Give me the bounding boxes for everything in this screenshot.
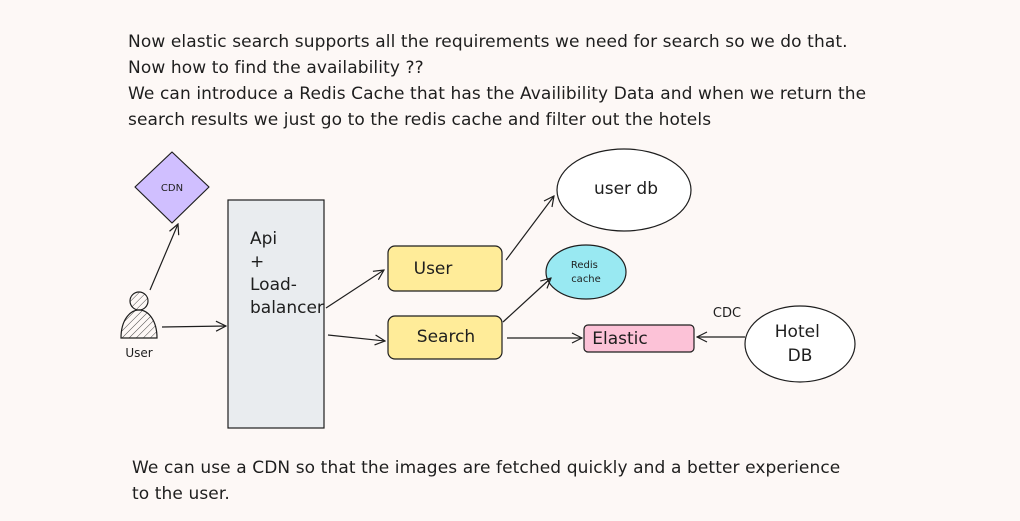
- top-note-line: Now elastic search supports all the requ…: [128, 32, 848, 52]
- hotel-db-node[interactable]: Hotel DB: [744, 305, 856, 383]
- user-service-node[interactable]: User: [387, 245, 503, 292]
- hotel-db-label: Hotel DB: [775, 322, 825, 366]
- user-actor-label: User: [125, 346, 152, 360]
- redis-cache-node[interactable]: Redis cache: [545, 244, 627, 300]
- user-db-node[interactable]: user db: [556, 148, 692, 232]
- arrow-user-to-api: [161, 326, 226, 327]
- bottom-note-line: to the user.: [132, 484, 230, 504]
- arrow-api-to-search-service: [327, 334, 385, 341]
- api-label: Api + Load- balancer: [250, 229, 324, 318]
- arrow-api-to-user-service: [325, 270, 384, 309]
- user-service-label: User: [414, 259, 453, 279]
- redis-cache-label: Redis cache: [571, 260, 601, 285]
- elastic-node[interactable]: Elastic: [583, 324, 695, 353]
- arrow-user-to-cdn: [149, 224, 178, 291]
- cdc-label: CDC: [713, 306, 741, 321]
- bottom-note-line: We can use a CDN so that the images are …: [132, 458, 841, 478]
- top-note: Now elastic search supports all the requ…: [128, 29, 866, 133]
- bottom-note: We can use a CDN so that the images are …: [132, 455, 840, 507]
- cdn-label: CDN: [161, 183, 183, 194]
- user-person-icon: [120, 291, 158, 339]
- top-note-line: Now how to find the availability ??: [128, 58, 424, 78]
- elastic-label: Elastic: [592, 329, 647, 349]
- connectors: [149, 196, 745, 341]
- user-actor[interactable]: User: [120, 291, 158, 360]
- user-db-label: user db: [594, 179, 658, 199]
- arrow-user-service-to-user-db: [505, 196, 554, 261]
- cdn-node[interactable]: CDN: [134, 151, 210, 224]
- api-load-balancer-node[interactable]: Api + Load- balancer: [227, 199, 325, 429]
- search-service-node[interactable]: Search: [387, 315, 503, 360]
- top-note-line: We can introduce a Redis Cache that has …: [128, 84, 867, 104]
- search-service-label: Search: [417, 327, 475, 347]
- top-note-line: search results we just go to the redis c…: [128, 110, 712, 130]
- arrow-search-to-redis: [502, 278, 551, 323]
